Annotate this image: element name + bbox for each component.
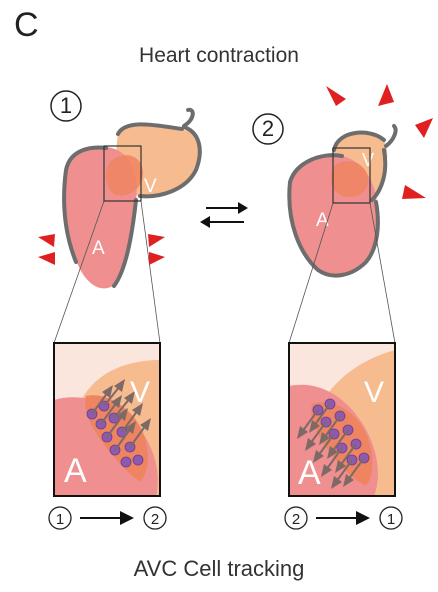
- contraction-arrow: [378, 84, 394, 106]
- cell: [133, 455, 143, 465]
- seq-2-to: 1: [387, 511, 395, 528]
- contraction-arrow: [326, 86, 346, 106]
- inset-2-ventricle-label: V: [364, 376, 384, 409]
- heart-state-1: 1 A V: [38, 91, 200, 343]
- inset-1-atrium-label: A: [64, 452, 87, 490]
- inset-2-atrium-label: A: [298, 454, 321, 492]
- contraction-arrow: [38, 252, 55, 265]
- step-2-label: 2: [262, 116, 274, 141]
- contraction-arrow: [402, 185, 426, 199]
- ventricle-label-2: V: [362, 150, 374, 170]
- contraction-arrow: [148, 234, 165, 247]
- zoom-line-1b: [141, 201, 160, 343]
- cell: [121, 457, 131, 467]
- contraction-arrow: [415, 118, 433, 138]
- inset-1-ventricle-label: V: [130, 376, 150, 409]
- atrium-label-1: A: [92, 238, 105, 259]
- contraction-arrow: [38, 234, 55, 247]
- contraction-arrow: [149, 252, 165, 265]
- ventricle-label-1: V: [144, 176, 157, 197]
- equilibrium-arrows: [200, 202, 248, 228]
- zoom-line-2b: [370, 203, 395, 343]
- sequence-2: 2 1: [285, 507, 402, 529]
- seq-1-to: 2: [151, 511, 159, 528]
- figure-footer: AVC Cell tracking: [0, 556, 438, 582]
- seq-1-from: 1: [56, 511, 64, 528]
- seq-1-arrowhead: [120, 511, 134, 525]
- seq-2-from: 2: [292, 511, 300, 528]
- inset-2: A V: [289, 343, 395, 496]
- sequence-1: 1 2: [49, 507, 166, 529]
- inset-1: A V: [54, 343, 160, 496]
- heart-state-2: 2 A V: [253, 84, 433, 343]
- seq-2-arrowhead: [356, 511, 370, 525]
- atrium-label-2: A: [316, 210, 329, 231]
- step-1-label: 1: [60, 93, 72, 118]
